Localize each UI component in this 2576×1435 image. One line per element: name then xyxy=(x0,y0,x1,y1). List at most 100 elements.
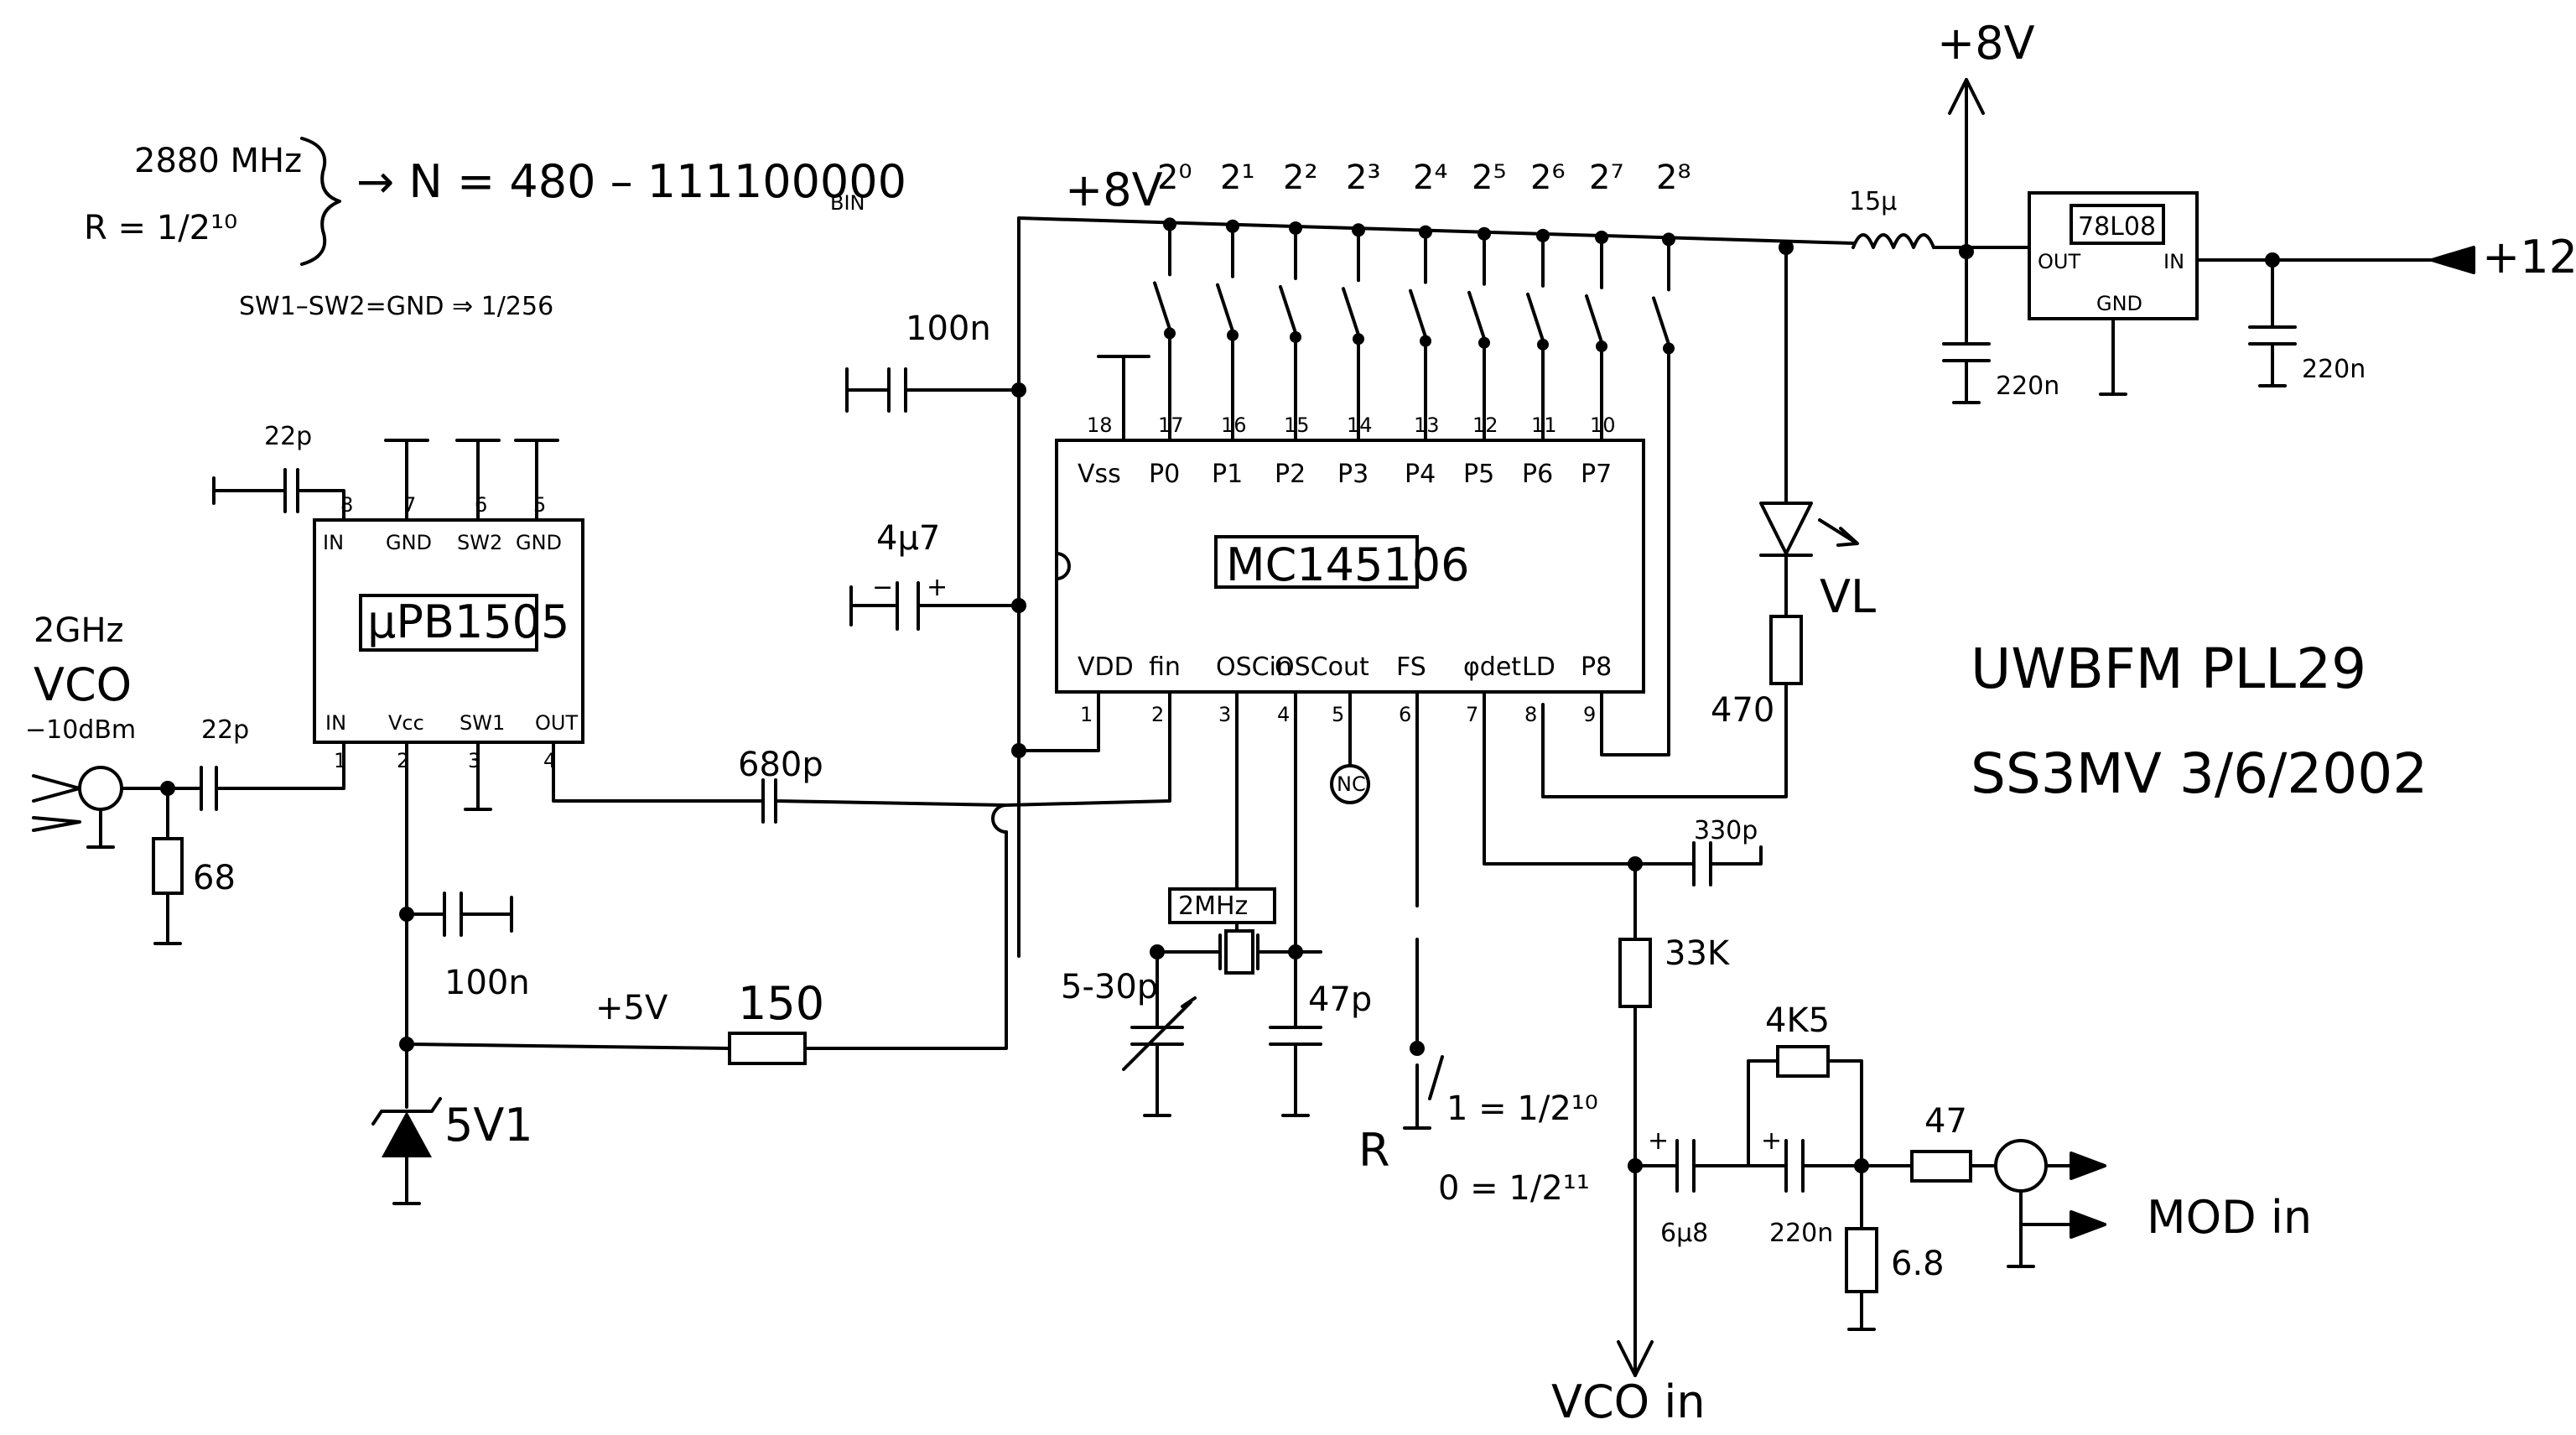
bit-switch-icon xyxy=(1279,226,1297,335)
label-cap-minus: − xyxy=(872,573,893,602)
label-c-vdd: 100n xyxy=(906,309,991,348)
label-c-220: 220n xyxy=(1769,1219,1833,1248)
pll-pins: 18Vss17P016P115P214P313P412P511P610P71VD… xyxy=(1078,413,1616,726)
bit-switch-icon xyxy=(1216,224,1234,333)
junction xyxy=(1628,1158,1643,1173)
pll-bot-pin-label: LD xyxy=(1522,653,1555,682)
label-c-xtal: 47p xyxy=(1308,980,1372,1019)
bit-label: 2⁷ xyxy=(1589,159,1623,197)
cap-220n-mod-icon xyxy=(1747,1139,1863,1193)
supply-wire xyxy=(803,830,1008,1050)
resistor-4k5-icon xyxy=(1776,1045,1830,1078)
pll-bot-pin-number: 9 xyxy=(1583,703,1596,726)
label-fs-r: R xyxy=(1358,1124,1390,1177)
cap-6u8-icon xyxy=(1633,1139,1750,1193)
resistor-68-icon xyxy=(152,837,184,895)
bit-wire xyxy=(1600,346,1670,756)
pll-top-pin-number: 12 xyxy=(1472,413,1498,437)
regulator-gnd-wire xyxy=(2099,317,2127,396)
pll-top-pin-number: 15 xyxy=(1284,413,1310,437)
label-fs-zero: 0 = 1/2¹¹ xyxy=(1438,1169,1590,1208)
label-xtal: 2MHz xyxy=(1178,892,1248,921)
label-r-47: 47 xyxy=(1924,1102,1967,1141)
zener-bar xyxy=(371,1097,442,1126)
bit-label: 2³ xyxy=(1346,159,1380,197)
pll-bot-pin-label: OSCout xyxy=(1275,653,1369,682)
regulator-out: OUT xyxy=(2038,250,2080,273)
label-input-name: VCO xyxy=(34,658,132,711)
prescaler-name-box xyxy=(359,594,538,652)
pll-top-pin-number: 17 xyxy=(1158,413,1184,437)
pll-top-pin-label: P6 xyxy=(1522,460,1553,489)
prescaler-bot-pin-label: Vcc xyxy=(388,711,424,735)
note-brace xyxy=(300,137,341,266)
inductor-icon xyxy=(1852,233,1935,249)
mod-bypass-wire xyxy=(1747,1059,1863,1167)
junction xyxy=(2265,252,2280,268)
pll-bot-pin-label: VDD xyxy=(1078,653,1134,682)
junction xyxy=(1288,944,1303,959)
regulator-gnd: GND xyxy=(2096,292,2142,315)
note-frequency: 2880 MHz xyxy=(134,142,302,180)
regulator-label-box xyxy=(2070,204,2165,245)
zener-gnd xyxy=(392,1156,421,1205)
pll-top-pin-label: P3 xyxy=(1337,460,1368,489)
input-coax-icon xyxy=(78,766,123,811)
plus12-arrow-icon xyxy=(2430,246,2475,274)
plus8-arrow-icon xyxy=(1948,78,1985,115)
bit-switch-icon xyxy=(1526,233,1545,342)
pll-bot-pin-number: 2 xyxy=(1151,703,1164,726)
fs-switch-icon xyxy=(1403,690,1444,1130)
mod-arrows-icon xyxy=(2007,1152,2106,1268)
label-cap-plus: + xyxy=(927,573,948,602)
pll-top-pin-number: 14 xyxy=(1347,413,1373,437)
cap-100n-vdd-icon xyxy=(845,367,1021,413)
bit-label: 2⁰ xyxy=(1157,159,1192,197)
label-input-freq: 2GHz xyxy=(34,611,124,650)
xtal-icon xyxy=(1156,933,1322,970)
mod-coax-icon xyxy=(1994,1139,2048,1193)
pll-bot-pin-number: 8 xyxy=(1524,703,1537,726)
prescaler-gnd-pin xyxy=(455,439,501,522)
pll-name-box xyxy=(1214,535,1419,589)
led-icon xyxy=(1759,246,1813,618)
title-line-1: UWBFM PLL29 xyxy=(1971,637,2366,701)
pll-bot-pin-number: 1 xyxy=(1080,703,1093,726)
resistor-470-icon xyxy=(1769,615,1803,685)
bit-switch-icon xyxy=(1409,230,1427,339)
junction xyxy=(1011,598,1026,613)
resistor-150-icon xyxy=(728,1032,807,1065)
fin-wire xyxy=(1005,690,1171,807)
label-plus5: +5V xyxy=(595,989,668,1027)
cap-330p-icon xyxy=(1633,841,1763,886)
xtal-label-box xyxy=(1168,887,1276,924)
prescaler-top-pin-number: 5 xyxy=(533,493,546,517)
resistor-47-icon xyxy=(1910,1150,1972,1183)
pll-name: MC145106 xyxy=(1226,538,1469,591)
pll-top-pin-label: P5 xyxy=(1463,460,1494,489)
bit-label: 2⁶ xyxy=(1530,159,1565,197)
junction xyxy=(1959,244,1974,259)
label-cap-a: 220n xyxy=(1996,372,2059,401)
pll-top-pin-number: 13 xyxy=(1414,413,1440,437)
pll-bot-pin-label: φdet xyxy=(1463,653,1521,682)
junction xyxy=(1150,944,1165,959)
resistor-33k-icon xyxy=(1618,938,1652,1008)
prescaler-name: µPB1505 xyxy=(367,595,569,648)
label-r-term: 68 xyxy=(193,859,236,897)
pll-bot-pin-number: 5 xyxy=(1332,703,1344,726)
cap-680p-icon xyxy=(552,741,1008,824)
regulator-in: IN xyxy=(2163,250,2184,273)
note-n-sub: BIN xyxy=(830,191,865,215)
label-r-led: 470 xyxy=(1711,691,1774,730)
cap-100n-vcc-icon xyxy=(405,741,513,937)
zener-icon xyxy=(382,1111,432,1157)
pll-top-pin-number: 18 xyxy=(1087,413,1113,437)
cap-22p-in-icon xyxy=(120,741,345,811)
label-r-mod: 4K5 xyxy=(1765,1001,1830,1040)
junction xyxy=(160,781,175,796)
prescaler-top-pin-label: IN xyxy=(323,531,344,554)
prescaler-top-pin-label: SW2 xyxy=(457,531,502,554)
prescaler-top-pin-label: GND xyxy=(386,531,432,554)
